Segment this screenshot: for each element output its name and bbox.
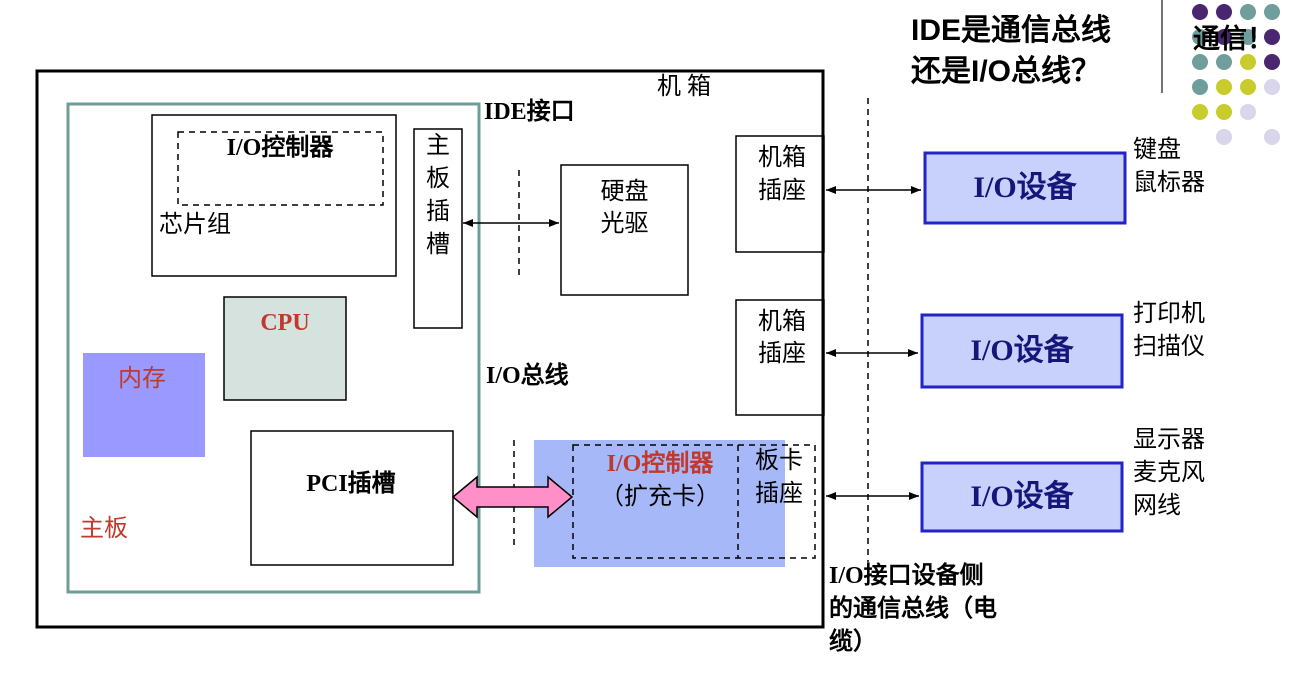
slot-char: 主 <box>426 133 450 159</box>
chipset-io-controller-label: I/O控制器 <box>226 135 334 161</box>
storage-label-line-1: 硬盘 <box>600 179 649 205</box>
cable-note-line-1: I/O接口设备侧 <box>829 563 984 589</box>
device-example: 鼠标器 <box>1133 170 1205 196</box>
expansion-card-subtitle: （扩充卡） <box>600 484 720 510</box>
chassis-socket-1-line-2: 插座 <box>758 178 806 204</box>
chassis-socket-box-1 <box>735 135 825 253</box>
decor-dot <box>1216 29 1232 45</box>
decor-dot <box>1216 129 1232 145</box>
decor-dot <box>1216 4 1232 20</box>
decor-dot <box>1240 29 1256 45</box>
device-example: 麦克风 <box>1133 460 1205 486</box>
expansion-card-fill <box>534 440 785 567</box>
io-device-label-3: I/O设备 <box>970 480 1074 513</box>
corner-note: 通信！ <box>1193 24 1274 54</box>
cable-note-line-3: 缆） <box>829 629 877 655</box>
chassis-socket-1-line-1: 机箱 <box>758 145 806 171</box>
device-example: 网线 <box>1133 493 1181 519</box>
chassis-label: 机 箱 <box>657 74 711 100</box>
io-device-box-3 <box>920 461 1124 533</box>
chassis-socket-2-line-1: 机箱 <box>758 309 806 335</box>
decor-dot <box>1240 104 1256 120</box>
motherboard-slot-label: 主 板 插 槽 <box>414 134 462 266</box>
decorative-dot-grid <box>1192 4 1280 145</box>
io-device-label-1: I/O设备 <box>973 171 1077 204</box>
decor-dot <box>1240 79 1256 95</box>
question-line-1: IDE是通信总线 <box>911 14 1112 47</box>
memory-label: 内存 <box>118 366 166 392</box>
decor-dot <box>1264 4 1280 20</box>
decor-dot <box>1216 54 1232 70</box>
motherboard-box <box>66 102 481 594</box>
slot-char: 槽 <box>426 232 450 258</box>
card-socket-line-1: 板卡 <box>755 448 803 474</box>
decor-dot <box>1192 4 1208 20</box>
decor-dot <box>1192 104 1208 120</box>
ide-interface-label: IDE接口 <box>484 99 575 125</box>
motherboard-label: 主板 <box>80 516 128 542</box>
device-example: 键盘 <box>1133 137 1181 163</box>
decor-dot <box>1264 29 1280 45</box>
cpu-label: CPU <box>260 310 310 336</box>
decor-dot <box>1264 54 1280 70</box>
chassis-box <box>35 69 825 629</box>
decor-dot <box>1192 79 1208 95</box>
pci-bus-double-arrow <box>451 475 574 519</box>
expansion-card-title: I/O控制器 <box>606 451 714 477</box>
storage-box <box>560 164 689 296</box>
decor-dot <box>1216 79 1232 95</box>
pci-slot-box <box>250 430 454 566</box>
chipset-box <box>151 114 397 277</box>
device-example: 打印机 <box>1133 301 1205 327</box>
chipset-label: 芯片组 <box>159 212 231 238</box>
io-device-label-2: I/O设备 <box>970 334 1074 367</box>
motherboard-slot-box <box>413 128 463 329</box>
slot-char: 板 <box>426 166 450 192</box>
slot-char: 插 <box>426 199 450 225</box>
decor-dot <box>1192 54 1208 70</box>
card-socket-line-2: 插座 <box>755 481 803 507</box>
chassis-socket-box-2 <box>735 299 825 416</box>
question-line-2: 还是I/O总线？ <box>911 55 1102 88</box>
chipset-io-controller-dashed <box>177 131 384 206</box>
decor-dot <box>1192 29 1208 45</box>
decor-dot <box>1240 4 1256 20</box>
io-device-box-2 <box>920 313 1124 389</box>
cpu-box <box>223 296 347 401</box>
memory-box <box>83 353 205 457</box>
storage-label-line-2: 光驱 <box>600 211 649 237</box>
decor-dot <box>1240 54 1256 70</box>
device-example: 显示器 <box>1133 427 1205 453</box>
io-device-box-1 <box>923 151 1127 225</box>
decor-dot <box>1216 104 1232 120</box>
device-example: 扫描仪 <box>1133 334 1205 360</box>
decor-dot <box>1264 129 1280 145</box>
decor-dot <box>1264 79 1280 95</box>
expansion-card-dashed-box <box>572 444 816 559</box>
io-bus-label: I/O总线 <box>486 363 569 389</box>
pci-slot-label: PCI插槽 <box>306 471 396 497</box>
cable-note-line-2: 的通信总线（电 <box>829 596 997 622</box>
chassis-socket-2-line-2: 插座 <box>758 341 806 367</box>
